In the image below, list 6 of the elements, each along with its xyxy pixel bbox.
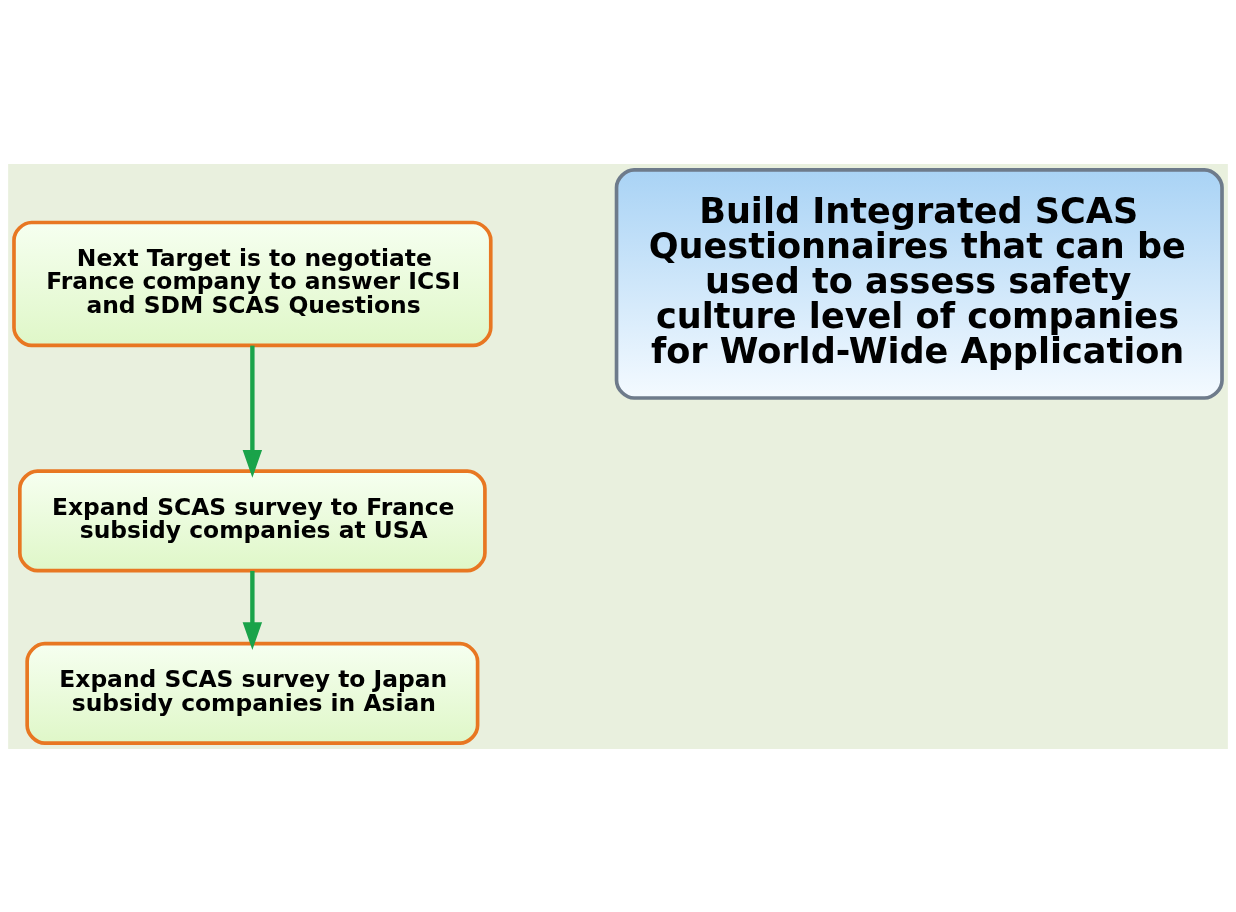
arrow	[242, 570, 263, 650]
node-box: Next Target is to negotiate France company to answer ICSI and SDM SCAS Questions	[12, 220, 493, 347]
node-box: Expand SCAS survey to Japan subsidy companies in Asian	[25, 641, 480, 745]
node-box: Expand SCAS survey to France subsidy companies at USA	[18, 468, 487, 572]
node-box: Build Integrated SCAS Questionnaires that can be used to assess safety culture level of companies for World-Wide Application	[614, 167, 1224, 400]
arrow	[242, 345, 263, 478]
